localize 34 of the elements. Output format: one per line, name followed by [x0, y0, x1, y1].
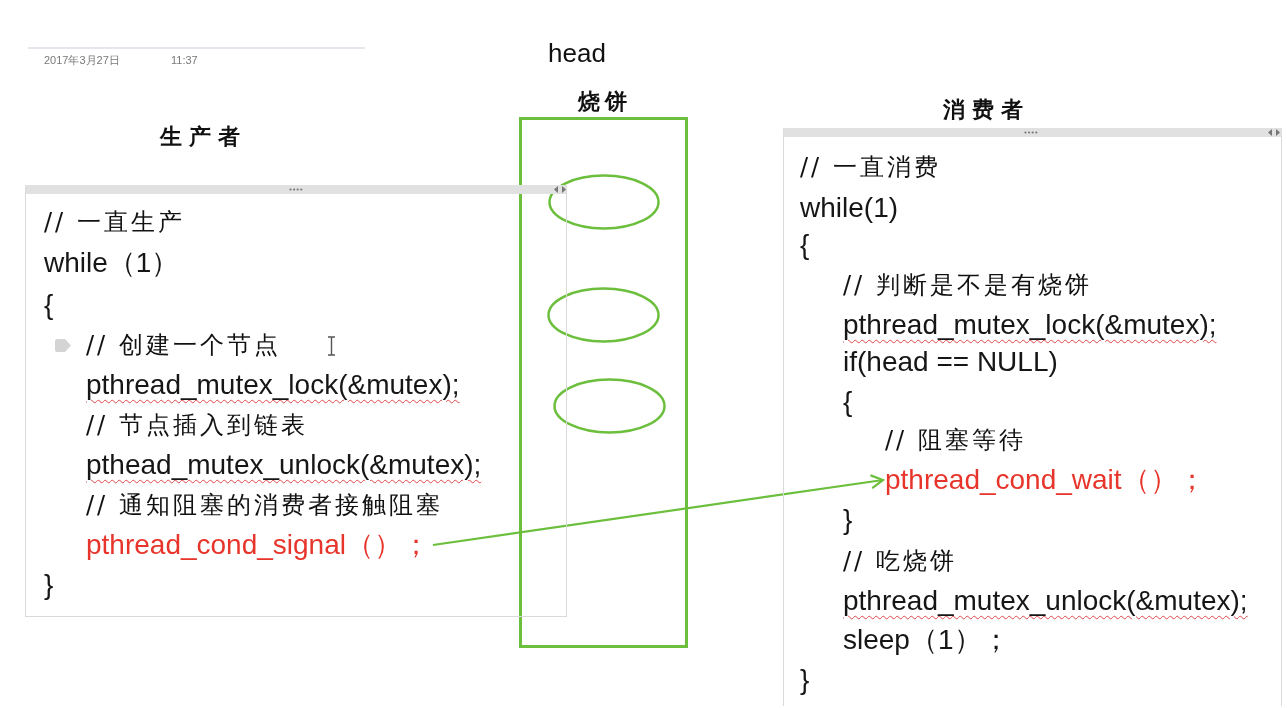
- time-text: 11:37: [171, 53, 198, 67]
- code-comment: // 一直生产: [44, 207, 185, 238]
- code-line: {: [44, 288, 54, 322]
- code-comment: // 判断是不是有烧饼: [843, 270, 1092, 301]
- ellipse: [553, 378, 666, 434]
- code-line: while（1）: [44, 246, 180, 280]
- heading: 生产者: [160, 123, 247, 151]
- code-comment: // 通知阻塞的消费者接触阻塞: [86, 490, 443, 521]
- code-line: while(1): [800, 191, 899, 225]
- code-line: sleep（1）；: [843, 623, 1010, 657]
- code-line: pthread_cond_signal（）；: [86, 527, 430, 563]
- code-comment: // 阻塞等待: [885, 425, 1026, 456]
- code-line: {: [800, 228, 810, 262]
- code-line: pthread_mutex_unlock(&mutex);: [843, 584, 1248, 618]
- date-text: 2017年3月27日: [44, 53, 120, 67]
- code-line: {: [843, 385, 853, 419]
- code-line: pthread_mutex_lock(&mutex);: [86, 368, 460, 402]
- ellipse: [548, 174, 660, 230]
- code-comment: // 吃烧饼: [843, 546, 957, 577]
- box-title: 烧饼: [578, 89, 632, 115]
- code-line: pthead_mutex_unlock(&mutex);: [86, 448, 482, 482]
- box-caption: head: [548, 38, 606, 68]
- code-line: if(head == NULL): [843, 345, 1058, 379]
- ellipse: [547, 287, 660, 343]
- code-line: }: [800, 663, 810, 697]
- code-line: }: [44, 568, 54, 602]
- code-comment: // 创建一个节点: [86, 330, 281, 361]
- code-line: }: [843, 503, 853, 537]
- arrow: [432, 474, 885, 547]
- code-line: pthread_cond_wait（）；: [885, 462, 1206, 498]
- code-comment: // 节点插入到链表: [86, 410, 308, 441]
- code-line: pthread_mutex_lock(&mutex);: [843, 308, 1217, 342]
- code-comment: // 一直消费: [800, 152, 941, 183]
- heading: 消费者: [943, 96, 1030, 124]
